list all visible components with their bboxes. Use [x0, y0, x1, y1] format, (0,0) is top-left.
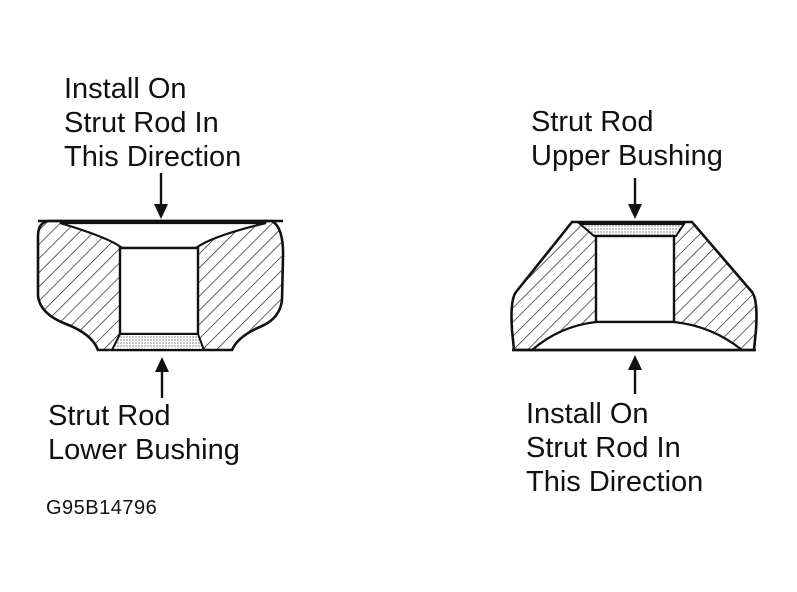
upper-bushing-bore — [594, 234, 676, 324]
label-line: This Direction — [64, 141, 242, 173]
lower-bushing — [36, 219, 285, 352]
lower-bushing-washer — [110, 333, 206, 351]
lower-bushing-bore — [118, 246, 200, 336]
figure-code: G95B14796 — [46, 497, 158, 519]
upper-bushing-washer — [577, 223, 686, 237]
label-line: Install On — [526, 398, 649, 430]
upper-bushing-bottom-recess — [529, 320, 746, 352]
label-line: Lower Bushing — [48, 434, 240, 466]
label-line: Strut Rod — [48, 400, 171, 432]
label-line: Strut Rod In — [526, 432, 681, 464]
lower-bushing-bottom-arrow — [155, 357, 169, 398]
label-line: Upper Bushing — [531, 140, 723, 172]
lower-bushing-name-label: Strut Rod Lower Bushing — [48, 399, 240, 467]
upper-bushing-bottom-arrow — [628, 355, 642, 394]
label-line: Strut Rod In — [64, 107, 219, 139]
upper-bushing-name-label: Strut Rod Upper Bushing — [531, 105, 723, 173]
label-line: Strut Rod — [531, 106, 654, 138]
upper-bushing-direction-label: Install On Strut Rod In This Direction — [526, 397, 703, 499]
upper-bushing — [510, 220, 758, 352]
label-line: This Direction — [526, 466, 704, 498]
label-line: Install On — [64, 73, 187, 105]
lower-bushing-top-arrow — [154, 173, 168, 219]
upper-bushing-top-arrow — [628, 178, 642, 219]
lower-bushing-direction-label: Install On Strut Rod In This Direction — [64, 72, 241, 174]
